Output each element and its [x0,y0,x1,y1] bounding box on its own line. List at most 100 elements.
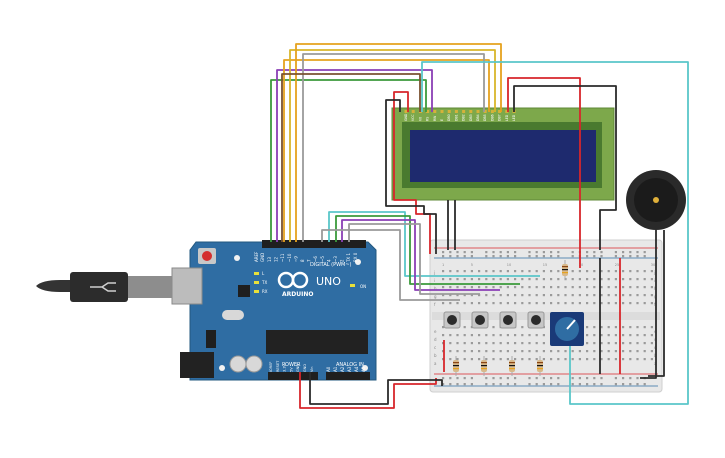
hole [470,286,473,289]
power-pin-label: GND [303,364,307,372]
rail-hole [492,255,495,258]
hole [557,270,560,273]
hole [578,302,581,305]
rail-hole [535,255,538,258]
hole [578,350,581,353]
hole [463,286,466,289]
digital-pin-label: ~11 [280,253,285,262]
rail-hole [499,383,502,386]
hole [650,294,653,297]
hole [463,294,466,297]
wire-purple-d5 [341,219,500,291]
hole [485,302,488,305]
hole [614,342,617,345]
rail-hole [449,255,452,258]
hole [478,342,481,345]
hole [650,358,653,361]
hole [643,270,646,273]
hole [600,350,603,353]
analog-header [326,372,370,380]
lcd-pin-label: DB5 [483,114,487,121]
hole [485,278,488,281]
hole [564,294,567,297]
hole [470,358,473,361]
hole [614,358,617,361]
hole [578,270,581,273]
hole [600,358,603,361]
hole [528,286,531,289]
hole [593,342,596,345]
rail-hole [622,255,625,258]
hole [636,294,639,297]
rail-hole [535,383,538,386]
hole [499,286,502,289]
hole [550,286,553,289]
rail-hole [463,255,466,258]
hole [514,270,517,273]
board-brand: ARDUINO [282,291,313,298]
hole [571,286,574,289]
hole [607,326,610,329]
hole [614,326,617,329]
hole [499,278,502,281]
digital-label: DIGITAL (PWM~) [310,262,352,268]
push-buttons [443,311,545,329]
hole [586,302,589,305]
lcd-screen [410,130,596,182]
hole [499,302,502,305]
hole [607,286,610,289]
rail-hole [622,383,625,386]
board-led-label: L [262,271,265,276]
wire-red-lcd-vcc [507,77,581,268]
hole [557,350,560,353]
hole [521,350,524,353]
hole [506,270,509,273]
hole [535,342,538,345]
wire-orange2-lcd [295,43,502,242]
row-letter: i [654,278,655,283]
board-led [254,281,259,284]
digital-pin-label: ~10 [287,253,292,262]
column-number: 1 [442,263,444,267]
rail-hole [636,255,639,258]
rail-hole [514,255,517,258]
hole [650,270,653,273]
hole [463,302,466,305]
wire-red-5v [299,372,437,409]
hole [514,278,517,281]
hole [643,286,646,289]
rail-hole [456,377,459,380]
atmega-chip [266,330,368,354]
hole [485,286,488,289]
hole [542,302,545,305]
hole [478,278,481,281]
hole [600,326,603,329]
hole [506,358,509,361]
rail-hole [593,255,596,258]
rail-hole [593,383,596,386]
lcd-pin-label: LED [512,114,516,121]
hole [593,350,596,353]
push-button-cap [503,315,513,325]
lcd-pin-label: E [440,119,444,121]
rail-hole [593,251,596,254]
hole [622,358,625,361]
power-jack [180,352,214,378]
column-number: 30 [651,263,655,267]
hole [535,302,538,305]
row-letter: j [433,270,435,275]
hole [571,302,574,305]
hole [542,342,545,345]
hole [485,270,488,273]
rail-hole [542,377,545,380]
hole [593,286,596,289]
hole [607,278,610,281]
hole [499,358,502,361]
rail-hole [550,377,553,380]
rail-hole [485,255,488,258]
arduino-logo [277,271,309,289]
lcd-pin-label: DB7 [498,114,502,121]
hole [542,278,545,281]
